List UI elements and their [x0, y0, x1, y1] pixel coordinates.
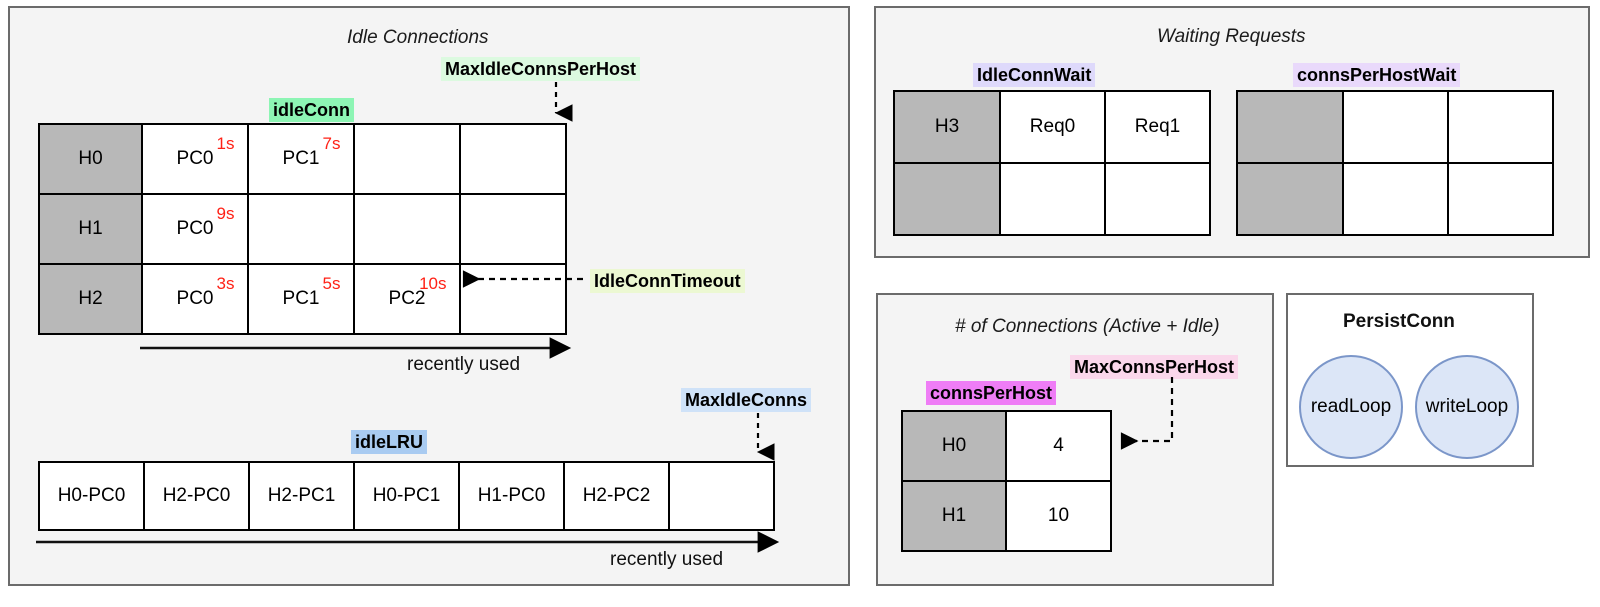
max-idle-conns-per-host-label: MaxIdleConnsPerHost: [441, 57, 641, 81]
conns-per-host-wait-table: [1236, 90, 1554, 236]
idle-lru-axis-caption: recently used: [610, 549, 724, 570]
idle-conn-cell: [353, 123, 461, 195]
idle-timer: 7s: [322, 134, 341, 153]
conns-per-host-wait-cell: [1447, 90, 1554, 164]
idle-timer: 1s: [216, 134, 235, 153]
idle-timer: 10s: [419, 274, 447, 293]
idle-conn-wait-label: IdleConnWait: [973, 63, 1096, 87]
idle-conn-host-cell: H2: [38, 263, 143, 335]
conns-per-host-wait-cell: [1447, 162, 1554, 236]
read-loop-node: readLoop: [1299, 355, 1403, 459]
conns-per-host-wait-cell: [1342, 90, 1449, 164]
conns-per-host-host-cell: H1: [901, 480, 1007, 552]
max-conns-per-host-label: MaxConnsPerHost: [1070, 355, 1239, 379]
idle-conn-wait-cell: Req0: [999, 90, 1106, 164]
conns-per-host-wait-label: connsPerHostWait: [1293, 63, 1461, 87]
idle-connections-title: Idle Connections: [347, 27, 489, 48]
persist-conn-title: PersistConn: [1343, 311, 1455, 332]
table-row: [1236, 90, 1554, 164]
conns-per-host-wait-table-body: [1236, 90, 1554, 236]
idle-lru-cell: H0-PC1: [353, 461, 460, 531]
persist-conn-name: PC2: [388, 288, 426, 309]
idle-conn-cell: [353, 193, 461, 265]
idle-conn-host-cell: H0: [38, 123, 143, 195]
idle-conn-wait-cell: [999, 162, 1106, 236]
idle-timer: 9s: [216, 204, 235, 223]
idle-conn-label: idleConn: [269, 98, 354, 122]
idle-conn-timeout-label: IdleConnTimeout: [590, 269, 745, 293]
idle-lru-cell: H2-PC2: [563, 461, 670, 531]
conns-per-host-host-cell: H0: [901, 410, 1007, 482]
persist-conn-name: PC0: [176, 148, 214, 169]
idle-conn-wait-host-cell: H3: [893, 90, 1001, 164]
persist-conn-name: PC0: [176, 288, 214, 309]
idle-lru-label: idleLRU: [351, 430, 428, 454]
idle-conn-cell: [459, 123, 567, 195]
write-loop-node: writeLoop: [1415, 355, 1519, 459]
idle-conn-wait-cell: [1104, 162, 1211, 236]
idle-conn-cell: [459, 193, 567, 265]
conns-per-host-wait-cell: [1342, 162, 1449, 236]
conns-per-host-value-cell: 4: [1005, 410, 1112, 482]
num-connections-title: # of Connections (Active + Idle): [955, 316, 1220, 337]
table-row: [1236, 162, 1554, 236]
idle-lru-cell: H2-PC1: [248, 461, 355, 531]
max-idle-conns-label: MaxIdleConns: [681, 388, 812, 412]
table-row: [893, 162, 1211, 236]
waiting-requests-title: Waiting Requests: [1157, 26, 1306, 47]
idle-timer: 5s: [322, 274, 341, 293]
idle-conn-wait-host-cell: [893, 162, 1001, 236]
conns-per-host-wait-host-cell: [1236, 162, 1344, 236]
persist-conn-name: PC1: [282, 288, 320, 309]
conns-per-host-label: connsPerHost: [926, 381, 1057, 405]
idle-timer: 3s: [216, 274, 235, 293]
conns-per-host-wait-host-cell: [1236, 90, 1344, 164]
idle-conn-cell: [459, 263, 567, 335]
idle-conn-wait-cell: Req1: [1104, 90, 1211, 164]
persist-conn-name: PC1: [282, 148, 320, 169]
idle-conn-cell: [247, 193, 355, 265]
idle-conn-axis-caption: recently used: [407, 354, 521, 375]
persist-conn-name: PC0: [176, 218, 214, 239]
idle-lru-cell: H2-PC0: [143, 461, 250, 531]
idle-lru-cell: H1-PC0: [458, 461, 565, 531]
conns-per-host-value-cell: 10: [1005, 480, 1112, 552]
idle-lru-cell: H0-PC0: [38, 461, 145, 531]
idle-lru-cell: [668, 461, 775, 531]
idle-conn-host-cell: H1: [38, 193, 143, 265]
